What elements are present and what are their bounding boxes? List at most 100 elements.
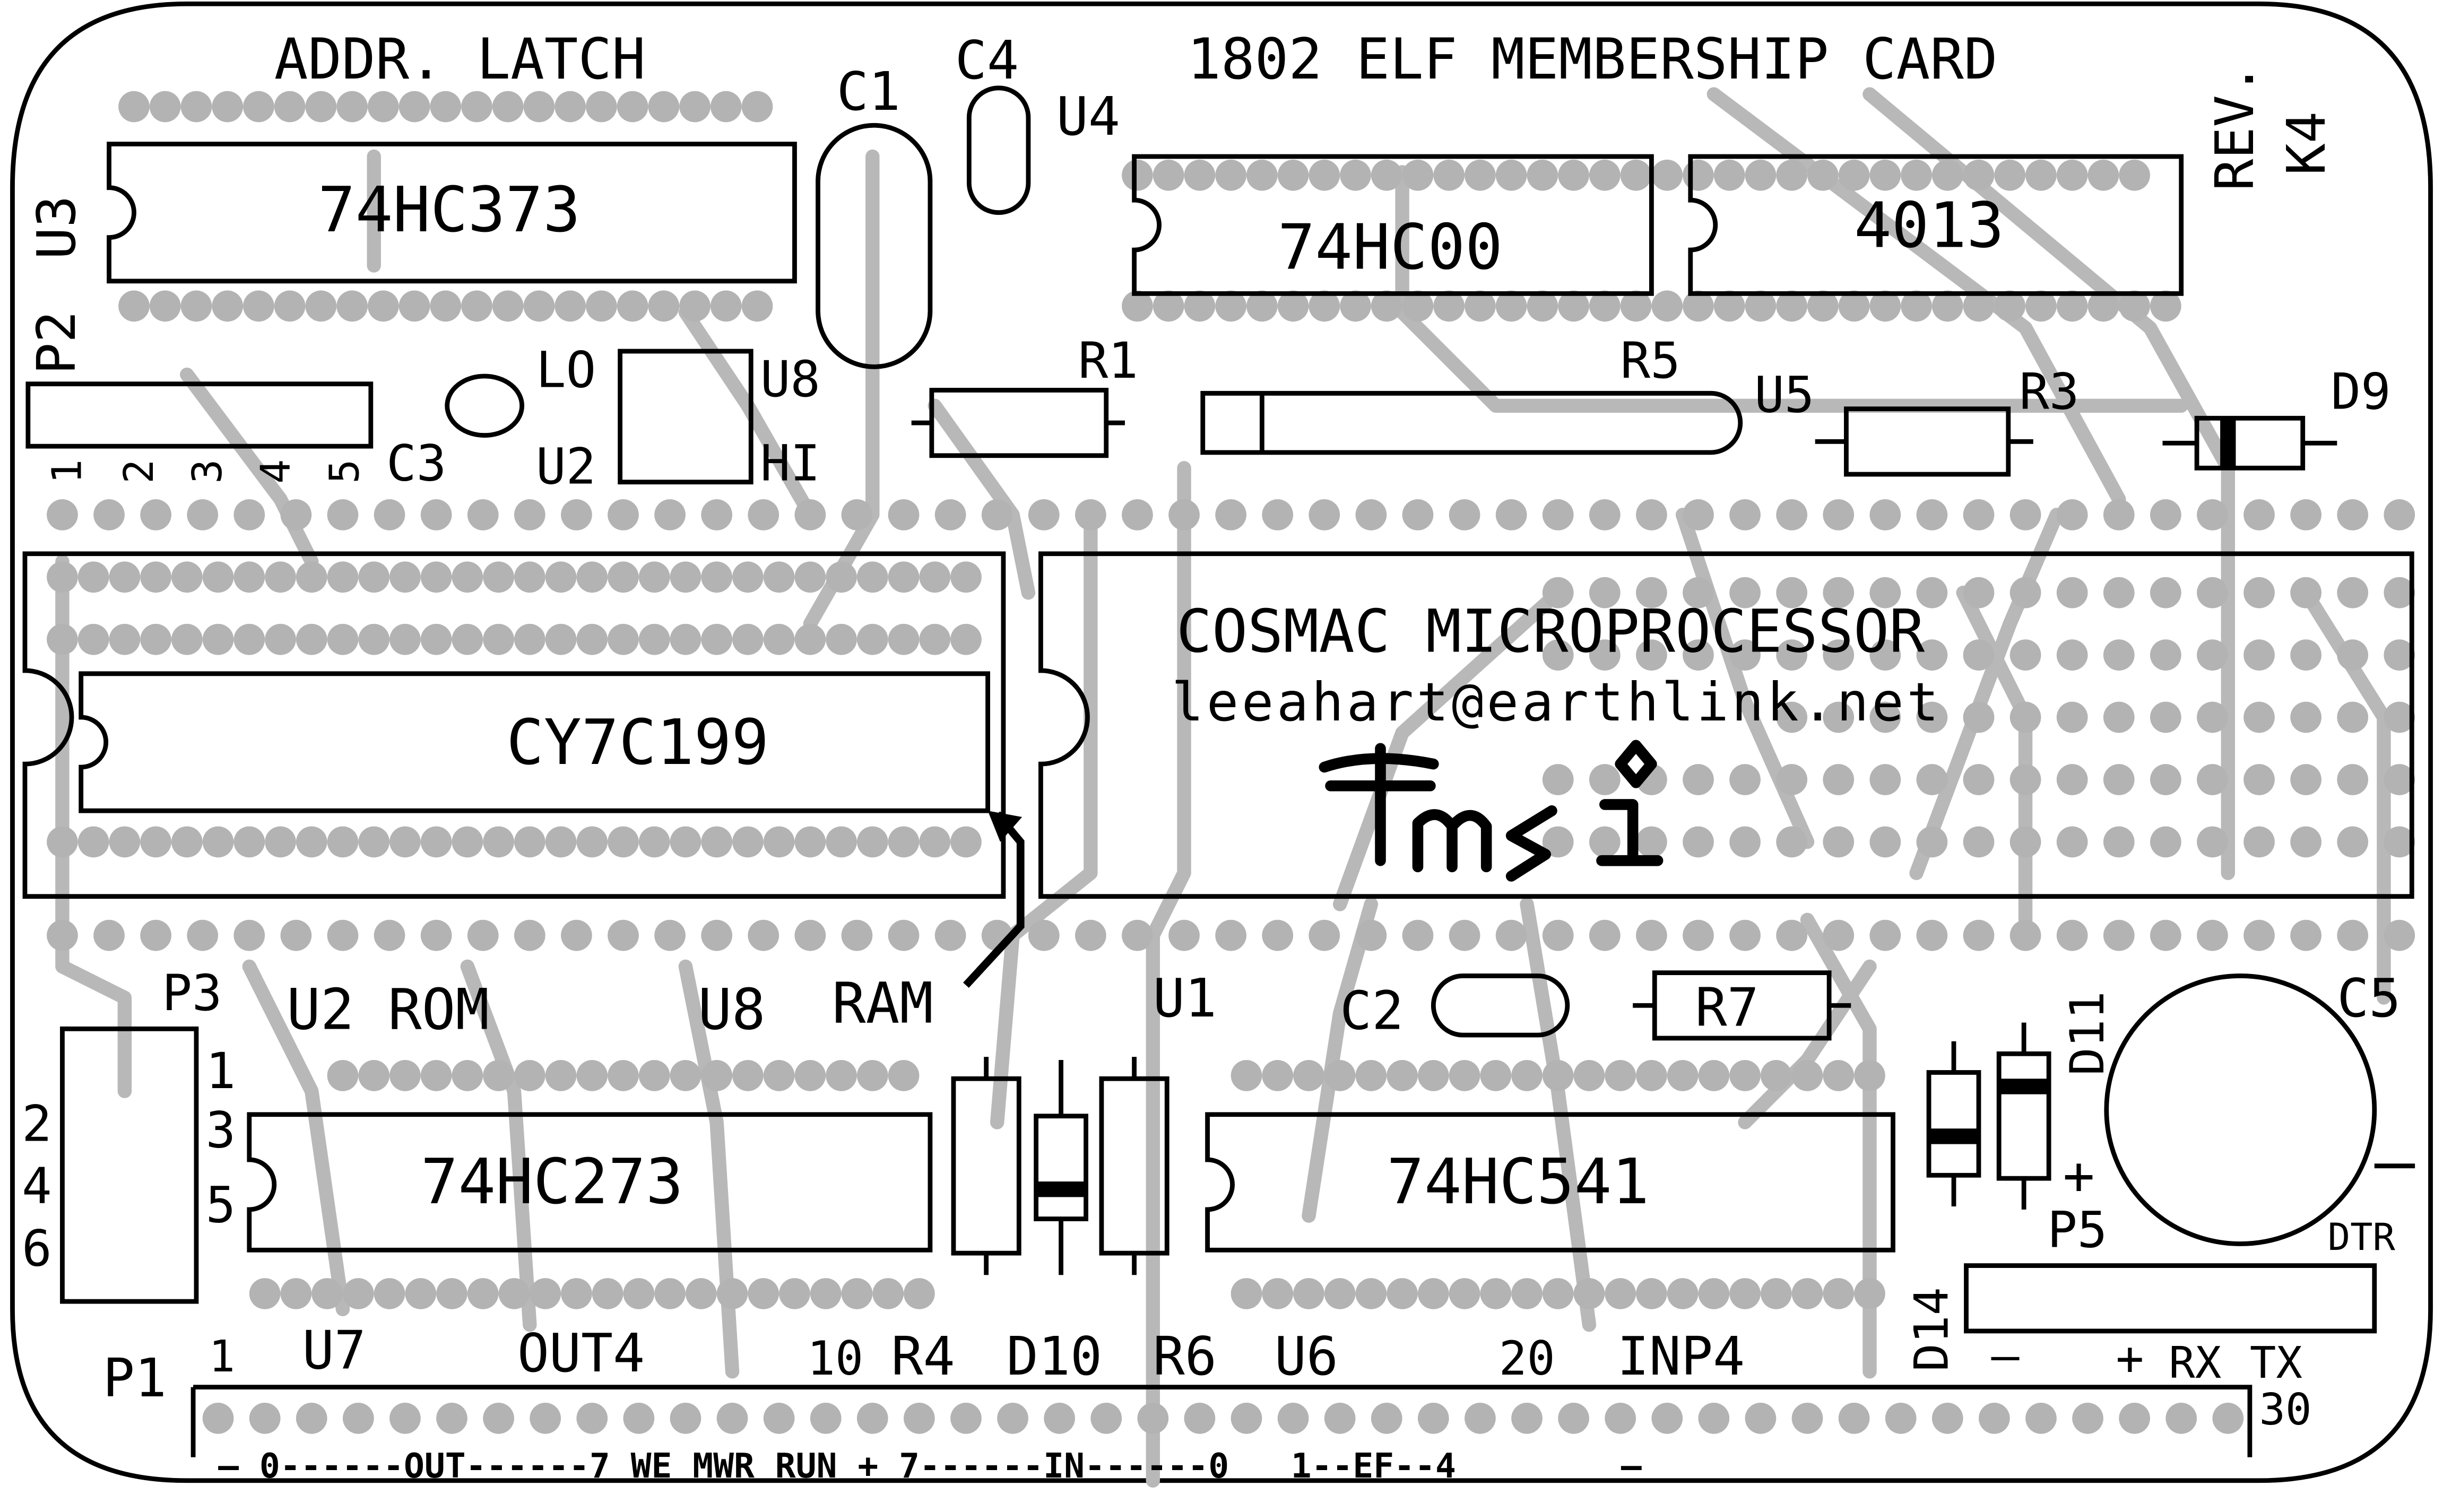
pad (109, 826, 141, 858)
pad (856, 1402, 888, 1434)
ref-d9: D9 (2331, 363, 2391, 421)
ref-c2: C2 (1340, 979, 1404, 1041)
pad (1402, 159, 1434, 191)
pad (1651, 290, 1683, 322)
pad (398, 91, 430, 123)
pad (841, 919, 873, 951)
pad (2087, 290, 2119, 322)
pad (1153, 290, 1184, 322)
pad (2290, 919, 2321, 951)
pad (1028, 919, 1060, 951)
pad (1527, 159, 1558, 191)
pad (2056, 764, 2088, 795)
pad (670, 826, 701, 858)
pad (1963, 577, 1995, 609)
pad (1931, 1402, 1963, 1434)
pad (763, 826, 795, 858)
pad (1589, 639, 1621, 671)
pad (280, 499, 312, 531)
pad (2025, 290, 2057, 322)
pad (2009, 639, 2041, 671)
pad (1371, 290, 1402, 322)
pad (212, 91, 244, 123)
p3-pin-4: 4 (22, 1158, 52, 1215)
pad (1729, 764, 1761, 795)
pad (1122, 919, 1153, 951)
ref-u6: U6 (1275, 1325, 1338, 1387)
pad (1573, 1060, 1605, 1091)
pad (701, 1060, 733, 1091)
pad (1387, 1278, 1418, 1309)
chip-u7-label: 74HC273 (421, 1145, 683, 1218)
ref-r6: R6 (1153, 1325, 1217, 1387)
pad (452, 561, 483, 593)
pad (327, 919, 359, 951)
ref-u2-top: U2 (536, 438, 596, 496)
ref-c1: C1 (837, 60, 900, 123)
pad (77, 826, 109, 858)
pad (1605, 1402, 1636, 1434)
pad (1729, 919, 1761, 951)
pad (2150, 826, 2181, 858)
pad (1729, 1060, 1761, 1091)
pad (555, 91, 586, 123)
pad (950, 1402, 982, 1434)
pad (1838, 159, 1870, 191)
pad (2197, 701, 2228, 733)
pad (826, 623, 857, 655)
pad (461, 91, 492, 123)
p1-pin-1: 1 (209, 1332, 235, 1382)
pad (841, 1278, 873, 1309)
pad (1683, 919, 1714, 951)
pad (2290, 577, 2321, 609)
pad (1683, 577, 1714, 609)
pad (77, 561, 109, 593)
pad (1511, 1278, 1543, 1309)
pad (1542, 639, 1574, 671)
pad (1636, 1060, 1667, 1091)
pad (1791, 1278, 1823, 1309)
pad (1090, 1402, 1122, 1434)
pad (1340, 159, 1371, 191)
pad (1916, 919, 1948, 951)
pad (608, 623, 639, 655)
pad (296, 1402, 327, 1434)
board-outline (10, 1, 2433, 1483)
pad (741, 290, 773, 322)
pad (1246, 290, 1278, 322)
pad (1137, 1402, 1169, 1434)
pad (311, 1278, 343, 1309)
pad (888, 623, 920, 655)
pad (654, 919, 686, 951)
pad (389, 1060, 421, 1091)
p1-pin-20: 20 (1499, 1331, 1555, 1386)
pad (1387, 1060, 1418, 1091)
pad (545, 561, 577, 593)
pad (841, 499, 873, 531)
pad (467, 919, 499, 951)
pad (358, 826, 390, 858)
ref-u8-bottom: U8 (698, 977, 765, 1042)
pad (436, 1402, 467, 1434)
pad (1605, 1278, 1636, 1309)
pad (2197, 639, 2228, 671)
pad (1184, 159, 1216, 191)
pad (1979, 1402, 2010, 1434)
pad (1215, 919, 1246, 951)
pad (1901, 290, 1932, 322)
pad (1620, 290, 1652, 322)
pad (1683, 290, 1714, 322)
pad (1776, 577, 1808, 609)
pad (608, 499, 639, 531)
pad (1465, 159, 1496, 191)
pad (2212, 1402, 2244, 1434)
pad (1168, 499, 1200, 531)
pad (1309, 290, 1340, 322)
pad (2119, 1402, 2150, 1434)
pad (576, 1402, 608, 1434)
pad (654, 499, 686, 531)
pad (1262, 1278, 1294, 1309)
pad (856, 826, 888, 858)
pad (2056, 639, 2088, 671)
cpu-label-2: leeahart@earthlink.net (1172, 671, 1942, 733)
